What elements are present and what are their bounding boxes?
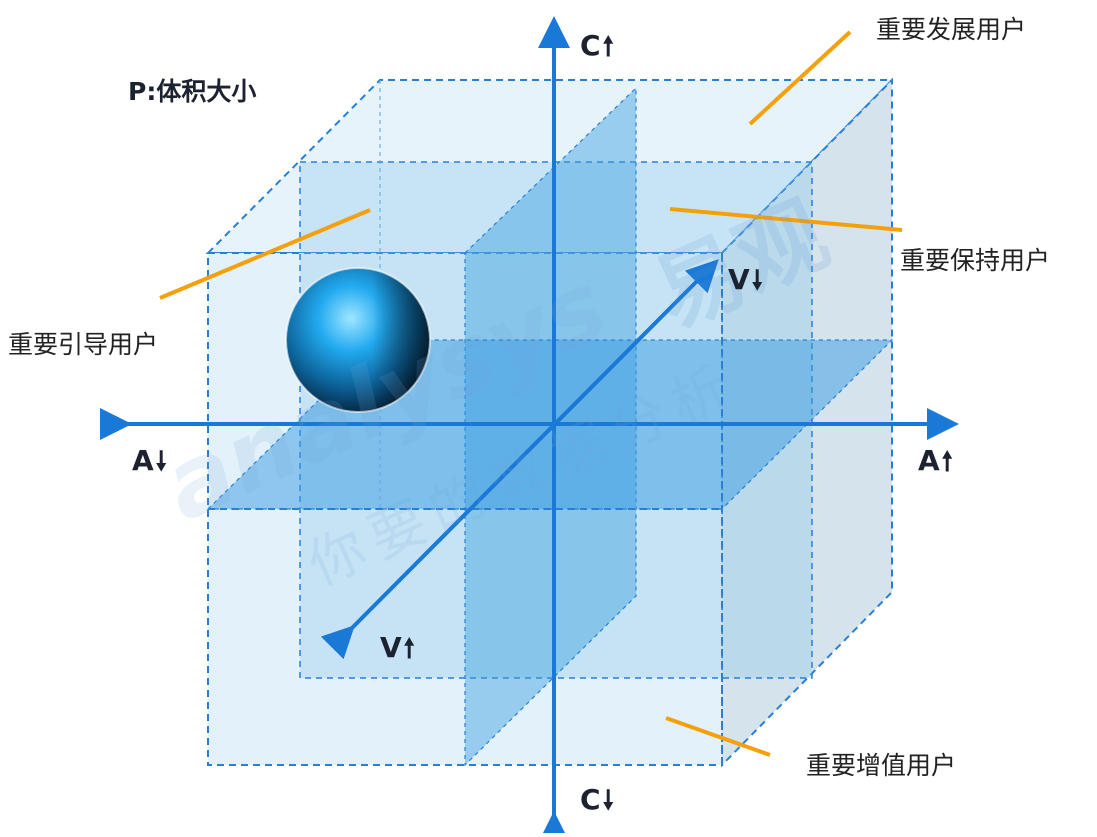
v-down-letter: V [728,263,750,296]
arrow-down-icon: 🠗 [752,266,763,296]
segment-value-label: 重要增值用户 [806,746,956,782]
arrow-up-icon: 🠕 [404,634,415,664]
a-left-letter: A [132,444,154,477]
arrow-down-icon: 🠗 [156,447,167,477]
segment-guidance-label: 重要引导用户 [8,325,158,361]
segment-retention-label: 重要保持用户 [900,241,1050,277]
v-up-letter: V [380,631,402,664]
arrow-up-icon: 🠕 [942,447,953,477]
c-up-letter: C [580,29,601,62]
arrow-down-icon: 🠗 [603,786,614,816]
arrow-up-icon: 🠕 [603,32,614,62]
c-up-label: C🠕 [580,28,614,72]
segment-development-label: 重要发展用户 [876,10,1026,46]
v-up-label: V🠕 [380,630,415,674]
a-right-letter: A [918,444,940,477]
v-down-label: V🠗 [728,262,763,306]
a-left-label: A🠗 [132,443,167,487]
diagram-title: P:体积大小 [128,72,256,108]
a-right-label: A🠕 [918,443,953,487]
c-down-letter: C [580,783,601,816]
c-down-label: C🠗 [580,782,614,826]
